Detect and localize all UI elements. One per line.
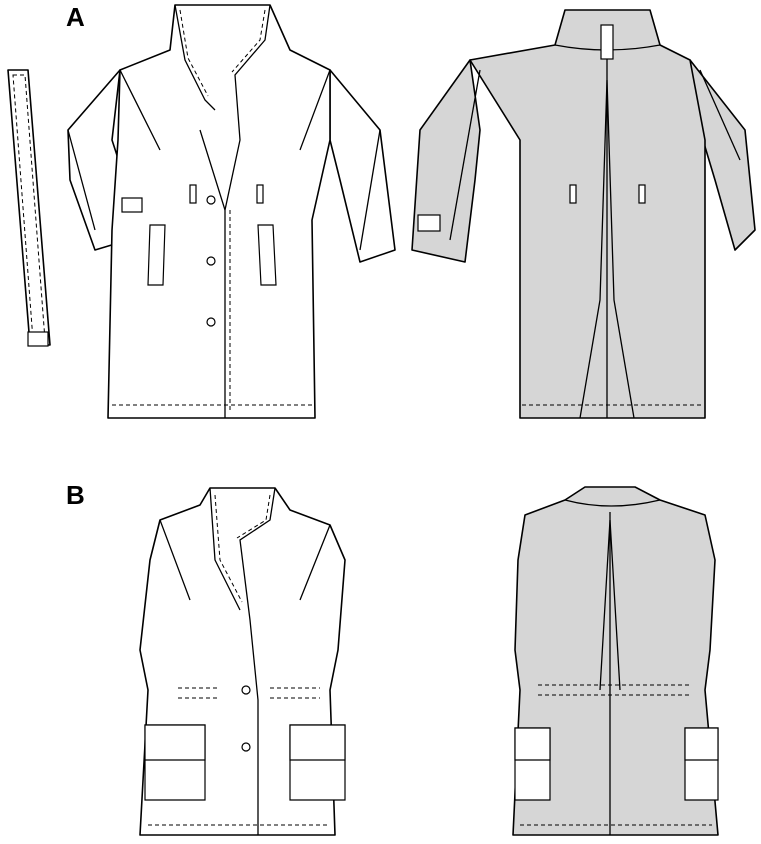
vest-b-back bbox=[512, 486, 719, 836]
vest-b-front bbox=[139, 487, 346, 836]
coat-a-back bbox=[411, 9, 756, 419]
belt-illustration bbox=[7, 69, 51, 347]
coat-a-front bbox=[67, 4, 396, 419]
view-label-a: A bbox=[66, 2, 85, 32]
view-label-b: B bbox=[66, 480, 85, 510]
